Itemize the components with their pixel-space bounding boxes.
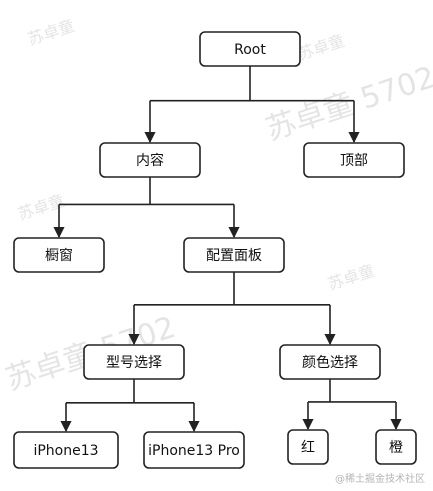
node-label-iphone13pro: iPhone13 Pro: [148, 443, 240, 459]
watermark-text-small-4: 苏卓童: [325, 261, 377, 294]
node-label-color: 颜色选择: [302, 354, 358, 371]
node-label-top: 顶部: [340, 153, 368, 169]
node-label-root: Root: [234, 42, 266, 58]
watermark-text-small-2: 苏卓童: [295, 31, 347, 64]
node-label-config: 配置面板: [206, 248, 262, 264]
node-label-showcase: 橱窗: [45, 247, 73, 264]
node-box-model: [83, 344, 185, 380]
node-box-color: [279, 344, 381, 380]
node-label-iphone13: iPhone13: [33, 443, 98, 459]
node-top: 顶部: [303, 142, 405, 178]
node-iphone13: iPhone13: [13, 431, 119, 469]
node-root: Root: [199, 31, 301, 67]
node-box-config: [183, 237, 285, 273]
node-label-red: 红: [301, 440, 315, 456]
node-showcase: 橱窗: [13, 237, 105, 273]
node-orange: 橙: [375, 429, 417, 465]
watermark-layer: 苏卓童 5702 苏卓童 5702 苏卓童 苏卓童 苏卓童 苏卓童: [2, 16, 433, 398]
node-box-iphone13: [13, 431, 119, 469]
node-red: 红: [287, 429, 329, 465]
node-box-top: [303, 142, 405, 178]
node-box-red: [287, 429, 329, 465]
node-box-orange: [375, 429, 417, 465]
node-label-content: 内容: [136, 152, 164, 169]
node-box-root: [199, 31, 301, 67]
node-iphone13pro: iPhone13 Pro: [143, 431, 245, 469]
node-label-orange: 橙: [389, 440, 403, 456]
watermark-text-main: 苏卓童 5702: [262, 60, 433, 148]
node-content: 内容: [99, 142, 201, 178]
node-box-content: [99, 142, 201, 178]
credit-watermark: @稀土掘金技术社区: [335, 474, 425, 485]
node-label-model: 型号选择: [106, 355, 162, 371]
node-color: 颜色选择: [279, 344, 381, 380]
edge-layer: [53, 66, 402, 433]
node-box-iphone13pro: [143, 431, 245, 469]
watermark-text-small: 苏卓童: [25, 16, 77, 49]
node-box-showcase: [13, 237, 105, 273]
node-model: 型号选择: [83, 344, 185, 380]
node-config: 配置面板: [183, 237, 285, 273]
